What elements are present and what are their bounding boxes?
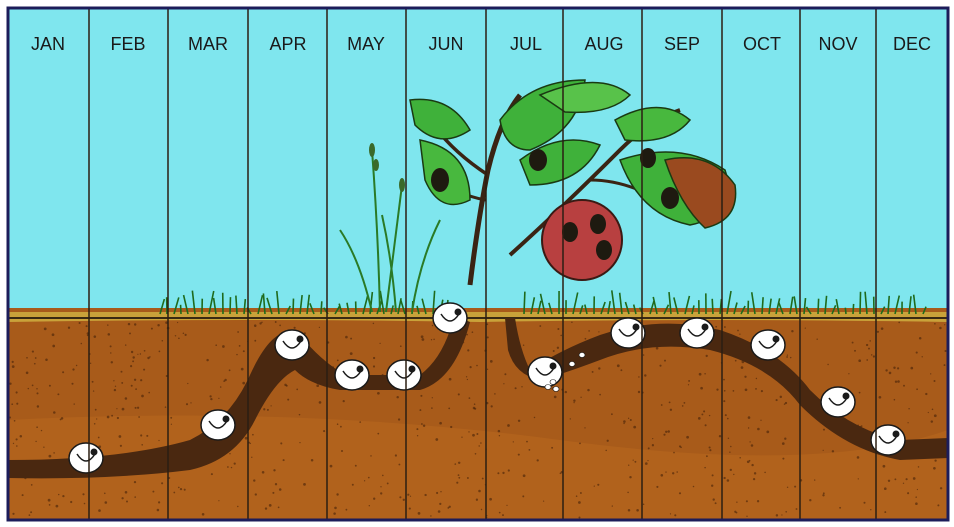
grub bbox=[275, 330, 309, 360]
egg bbox=[550, 380, 556, 385]
month-label-feb: FEB bbox=[110, 34, 145, 54]
grub bbox=[680, 318, 714, 348]
month-label-oct: OCT bbox=[743, 34, 781, 54]
month-label-sep: SEP bbox=[664, 34, 700, 54]
grub bbox=[433, 303, 467, 333]
egg bbox=[553, 387, 559, 392]
month-label-aug: AUG bbox=[584, 34, 623, 54]
month-label-nov: NOV bbox=[818, 34, 857, 54]
sky-band bbox=[8, 8, 948, 312]
month-label-jul: JUL bbox=[510, 34, 542, 54]
egg bbox=[579, 353, 585, 358]
grub bbox=[387, 360, 421, 390]
month-label-may: MAY bbox=[347, 34, 385, 54]
egg bbox=[545, 385, 551, 390]
grub bbox=[611, 318, 645, 348]
month-label-mar: MAR bbox=[188, 34, 228, 54]
month-label-jun: JUN bbox=[429, 34, 464, 54]
grub bbox=[821, 387, 855, 417]
egg bbox=[569, 362, 575, 367]
grub bbox=[69, 443, 103, 473]
month-label-apr: APR bbox=[269, 34, 306, 54]
grub bbox=[751, 330, 785, 360]
month-label-jan: JAN bbox=[31, 34, 65, 54]
fruit bbox=[542, 200, 622, 280]
grub bbox=[201, 410, 235, 440]
grub bbox=[528, 357, 562, 387]
month-label-dec: DEC bbox=[893, 34, 931, 54]
grub bbox=[335, 360, 369, 390]
